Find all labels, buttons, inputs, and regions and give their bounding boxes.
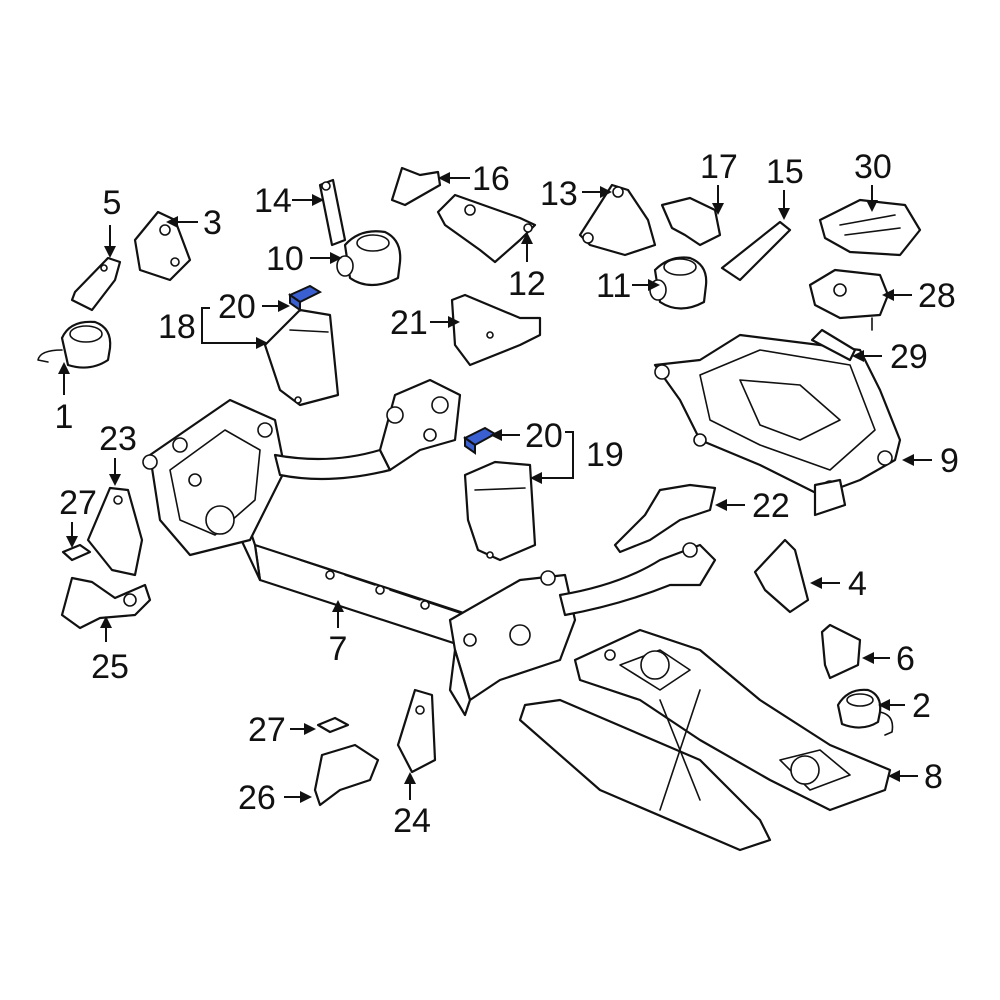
engine-mount-right-part[interactable] — [836, 688, 894, 736]
callout-22: 22 — [752, 487, 790, 525]
bracket-23-part[interactable] — [86, 486, 144, 577]
callout-14: 14 — [254, 182, 292, 220]
callout-8: 8 — [924, 758, 943, 796]
shield-22-part[interactable] — [613, 483, 717, 554]
highlighted-part-20-lower[interactable] — [463, 426, 498, 455]
callout-29: 29 — [890, 338, 928, 376]
callout-1: 1 — [55, 398, 74, 436]
clip-27-bottom-part[interactable] — [316, 716, 350, 734]
mount-28-part[interactable] — [808, 268, 890, 331]
callout-12: 12 — [508, 265, 546, 303]
callout-7: 7 — [329, 630, 348, 668]
bracket-4-part[interactable] — [753, 538, 810, 614]
cover-17-part[interactable] — [660, 196, 722, 247]
callout-16: 16 — [472, 160, 510, 198]
torque-rod-part[interactable] — [318, 178, 347, 247]
mount-6-part[interactable] — [820, 623, 862, 680]
brace-15-part[interactable] — [720, 220, 792, 282]
callout-13: 13 — [540, 175, 578, 213]
callout-24: 24 — [393, 802, 431, 840]
shield-21-part[interactable] — [450, 293, 542, 367]
callout-20-upper: 20 — [218, 288, 256, 326]
callout-19: 19 — [586, 436, 624, 474]
callout-23: 23 — [99, 420, 137, 458]
callout-5: 5 — [103, 184, 122, 222]
plate-30-part[interactable] — [818, 198, 922, 257]
callout-4: 4 — [848, 565, 867, 603]
callout-6: 6 — [896, 640, 915, 678]
callout-labels: 1 5 3 14 10 16 12 13 17 15 30 11 28 29 2… — [55, 148, 959, 840]
heat-shield-part[interactable] — [70, 256, 122, 312]
highlighted-part-20-upper[interactable] — [287, 284, 323, 312]
callout-27-bottom: 27 — [248, 711, 286, 749]
reinforcement-plate-part[interactable] — [518, 628, 892, 852]
shield-19-part[interactable] — [463, 460, 537, 562]
bracket-16-part[interactable] — [390, 166, 442, 207]
callout-26: 26 — [238, 779, 276, 817]
callout-2: 2 — [912, 687, 931, 725]
callout-3: 3 — [203, 204, 222, 242]
callout-9: 9 — [940, 442, 959, 480]
bracket-13-part[interactable] — [578, 183, 657, 257]
clip-27-left-part[interactable] — [61, 543, 92, 562]
callout-28: 28 — [918, 277, 956, 315]
crossmember-part[interactable] — [653, 333, 902, 517]
engine-mount-11-part[interactable] — [649, 256, 708, 310]
callout-17: 17 — [700, 148, 738, 186]
leader-lines — [58, 172, 932, 803]
callout-10: 10 — [266, 240, 304, 278]
callout-18: 18 — [158, 308, 196, 346]
bracket-25-part[interactable] — [60, 576, 152, 630]
callout-21: 21 — [390, 304, 428, 342]
callout-15: 15 — [766, 153, 804, 191]
bracket-26-part[interactable] — [313, 743, 380, 807]
subframe-part[interactable] — [142, 378, 717, 717]
shim-29-part[interactable] — [810, 328, 857, 362]
callout-11: 11 — [596, 267, 631, 305]
bracket-3-part[interactable] — [133, 210, 192, 282]
callout-30: 30 — [854, 148, 892, 186]
bracket-24-part[interactable] — [396, 688, 437, 774]
engine-mount-10-part[interactable] — [336, 230, 402, 287]
callout-25: 25 — [91, 648, 129, 686]
callout-27-left: 27 — [59, 484, 97, 522]
engine-mount-left-part[interactable] — [37, 320, 112, 369]
callout-20-lower: 20 — [525, 417, 563, 455]
shield-18-part[interactable] — [263, 308, 340, 407]
bracket-12-part[interactable] — [436, 193, 537, 264]
